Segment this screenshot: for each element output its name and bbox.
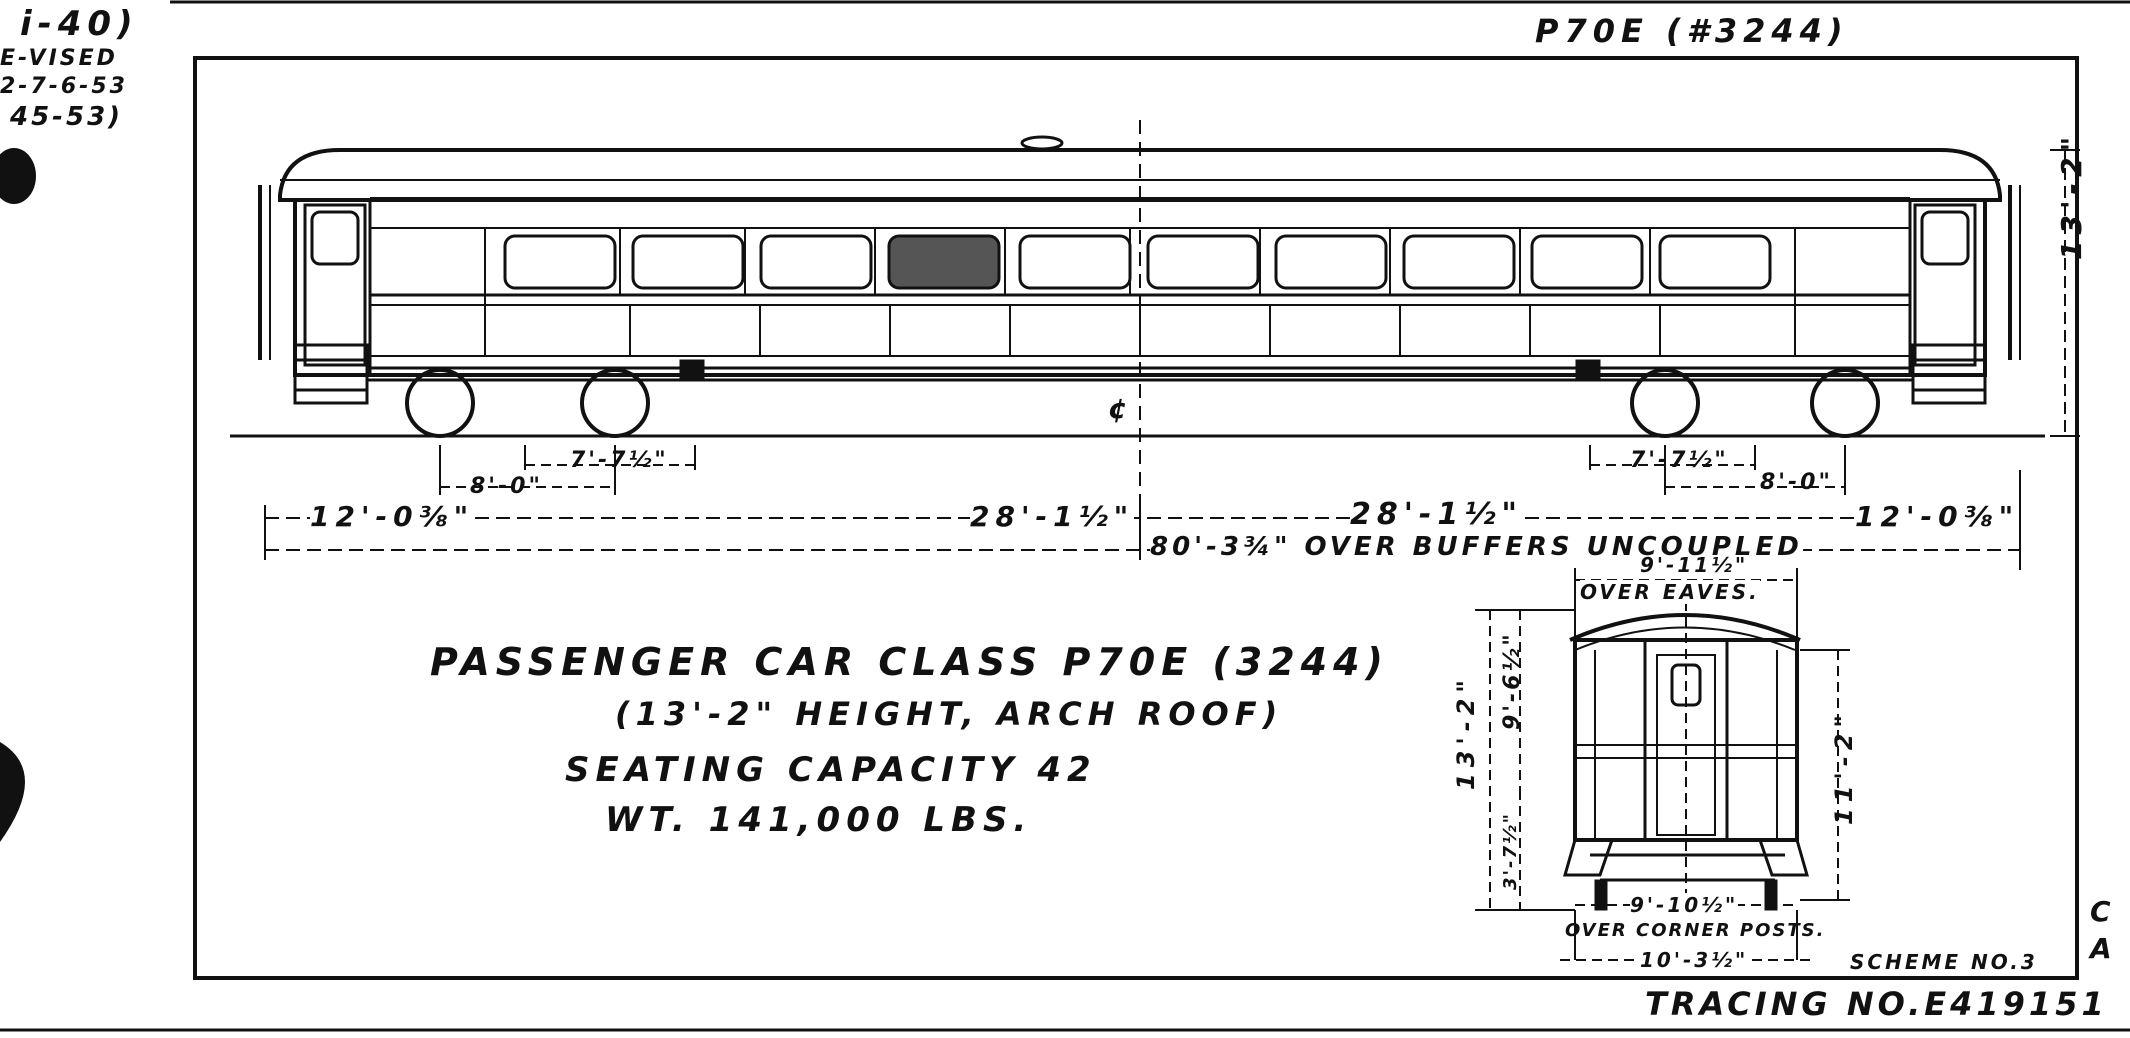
end-door-left [303,203,367,367]
hatched-window [887,234,1001,290]
car-class-title: P70E (#3244) [1535,12,1849,50]
dim-truck-wheelbase-right: 8'-0" [1760,470,1833,495]
side-elevation [230,120,2080,570]
scheme-number: SCHEME NO.3 [1850,950,2038,974]
dim-overhang-left: 12'-0⅜" [310,500,475,533]
punch-hole-bottom [0,742,25,842]
side-mark-c: C [2090,895,2111,928]
title-line-4: WT. 141,000 LBS. [605,800,1033,840]
end-elevation [1475,568,1850,961]
end-dim-base: 10'-3½" [1640,948,1749,972]
drawing-border [193,56,2079,980]
revision-note-3: 2-7-6-53 [0,74,128,99]
end-roof [1569,613,1801,642]
end-door-right [1913,203,1977,367]
end-dim-lower: 3'-7½" [1500,811,1521,890]
dimension-lines [264,149,2080,570]
centerline-mark: ¢ [1108,392,1128,425]
dim-truck-wheelbase-left: 8'-0" [470,474,543,499]
panel-posts [484,228,1796,356]
dim-overhang-right: 12'-0⅜" [1855,500,2020,533]
end-dim-body: 9'-6½" [1500,631,1525,730]
revision-note-1: i-40) [20,4,139,44]
end-dim-right: 11'-2" [1830,709,1858,825]
dim-truck-offset-right: 7'-7½" [1630,448,1729,473]
title-line-3: SEATING CAPACITY 42 [565,750,1097,790]
side-windows [503,234,1772,290]
car-roof [278,148,2002,202]
end-dim-height: 13'-2" [1452,674,1480,790]
punch-hole-top [0,148,36,204]
dim-truck-offset-left: 7'-7½" [570,448,669,473]
end-trucks [1563,839,1809,882]
height-dimension: 13'-2" [2055,130,2088,260]
end-dim-eaves: 9'-11½" [1640,553,1749,577]
dim-overall-length: 80'-3¾" OVER BUFFERS UNCOUPLED [1150,532,1803,562]
dim-center-left: 28'-1½" [970,500,1135,533]
revision-note-2: E-VISED [0,46,118,71]
roof-vent [1020,135,1064,151]
end-dim-corner: 9'-10½" [1630,893,1739,917]
title-line-2: (13'-2" HEIGHT, ARCH ROOF) [615,695,1284,733]
dim-center-right: 28'-1½" [1350,497,1523,532]
revision-note-4: 45-53) [10,102,124,132]
title-line-1: PASSENGER CAR CLASS P70E (3244) [430,640,1389,684]
tracing-number: TRACING NO.E419151 [1645,985,2108,1023]
end-label-corner: OVER CORNER POSTS. [1565,920,1826,941]
side-mark-a: A [2090,932,2112,965]
end-label-eaves: OVER EAVES. [1580,580,1760,604]
